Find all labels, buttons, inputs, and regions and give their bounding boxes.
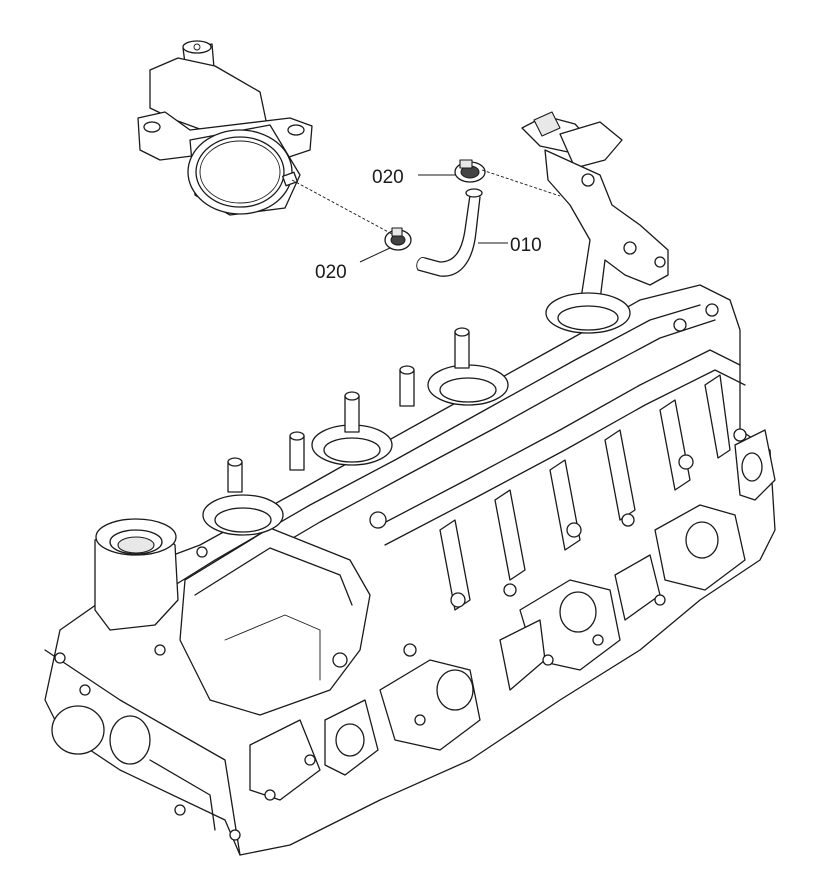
hose-clamp-lower [384, 227, 412, 251]
top-bolt-bosses [196, 303, 719, 558]
mounting-bracket [521, 111, 669, 306]
side-ribs [439, 374, 731, 611]
coolant-hose [416, 188, 483, 277]
callout-010: 010 [510, 235, 542, 256]
leader-020-lower [359, 247, 391, 263]
cam-ports [202, 292, 631, 536]
lower-ports [249, 554, 661, 801]
cylinder-head [44, 284, 776, 856]
callout-020-lower: 020 [315, 262, 347, 283]
assembly-line-bracket [481, 169, 561, 197]
intake-ports [379, 429, 776, 751]
thermostat-housing [137, 40, 313, 216]
deck-bolt-holes [264, 428, 747, 801]
callout-020-upper: 020 [372, 167, 404, 188]
hose-clamp-upper [454, 159, 486, 183]
assembly-line-housing [291, 179, 393, 235]
front-face [44, 644, 241, 856]
